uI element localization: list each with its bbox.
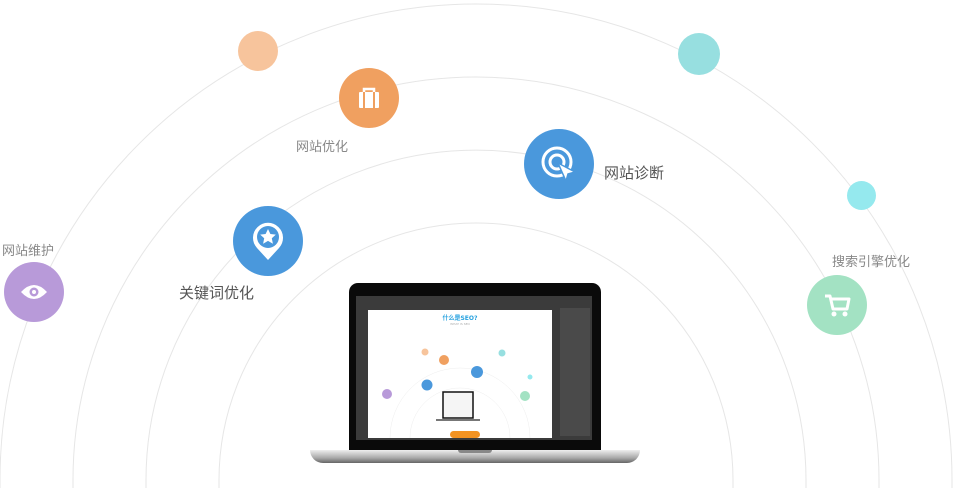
laptop-notch — [458, 450, 492, 453]
feature-label-search-engine-optimization: 搜索引擎优化 — [832, 255, 911, 270]
mini-illustration — [382, 348, 533, 438]
screen-orange-button — [450, 431, 480, 438]
decor-dot-teal — [678, 33, 720, 75]
laptop-screen: 什么是SEO? WHAT IS SEO — [356, 296, 592, 440]
feature-label-website-diagnosis: 网站诊断 — [604, 164, 665, 182]
arc — [218, 222, 734, 488]
decor-dot-cyan — [847, 181, 876, 210]
arc — [0, 3, 953, 488]
screen-title: 什么是SEO? — [442, 315, 478, 322]
feature-label-website-optimization: 网站优化 — [296, 140, 349, 155]
cart-icon — [807, 275, 867, 335]
layers-panel — [560, 308, 590, 436]
feature-label-keyword-optimization: 关键词优化 — [179, 284, 255, 302]
eye-icon — [4, 262, 64, 322]
arc — [145, 149, 807, 488]
screen-subtitle: WHAT IS SEO — [450, 322, 470, 326]
briefcase-icon — [339, 68, 399, 128]
feature-label-website-maintenance: 网站维护 — [2, 244, 55, 259]
location-star-icon — [233, 206, 303, 276]
laptop-base — [310, 450, 640, 463]
design-canvas: 什么是SEO? WHAT IS SEO — [368, 310, 552, 438]
decor-dot-peach — [238, 31, 278, 71]
target-cursor-icon — [524, 129, 594, 199]
